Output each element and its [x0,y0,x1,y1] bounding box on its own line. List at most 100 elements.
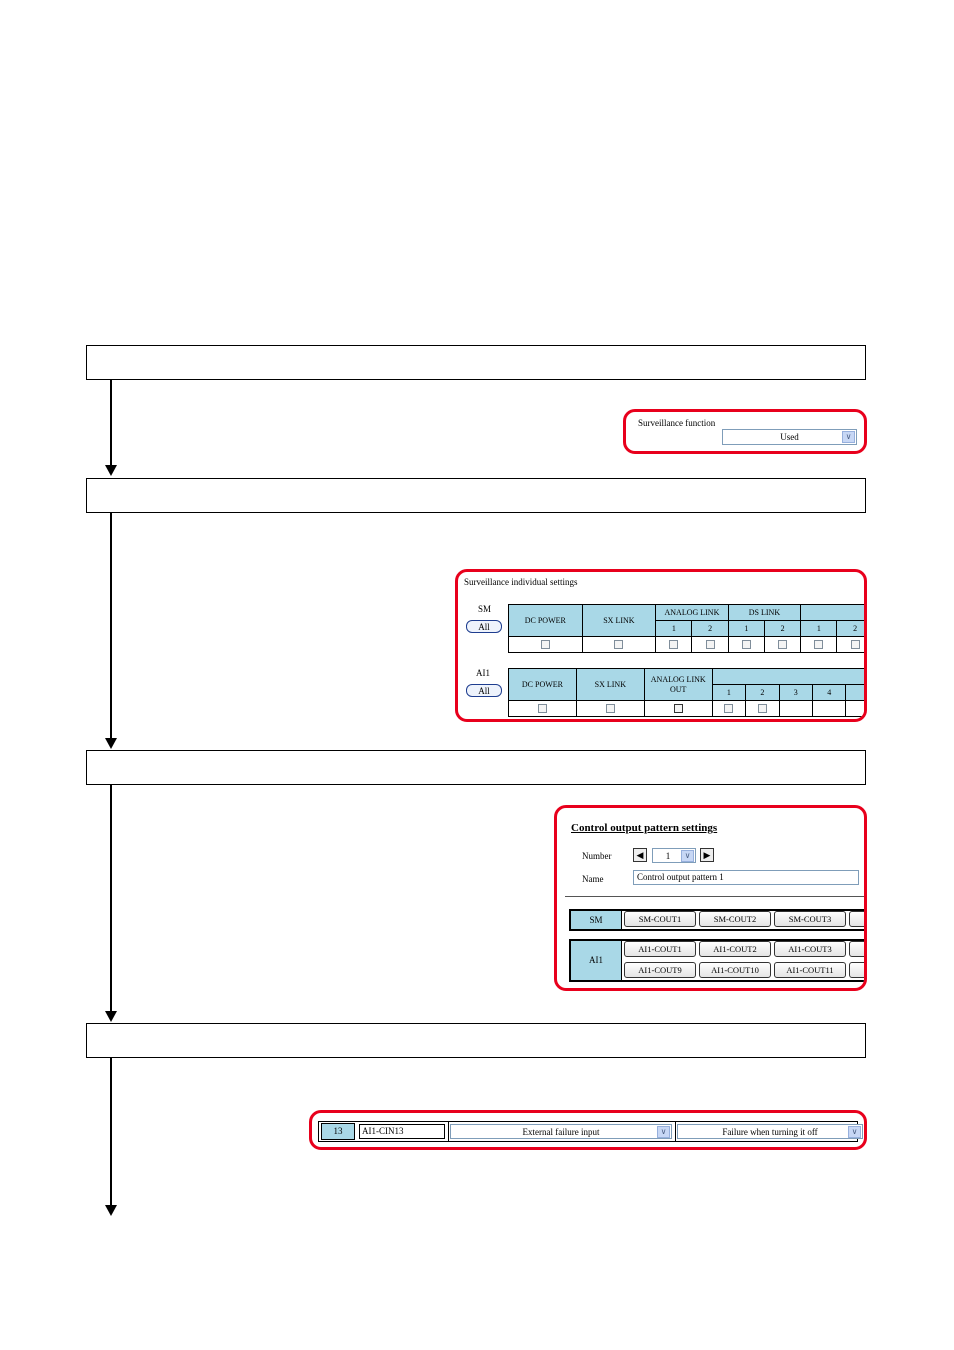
ai1-settings-table: DC POWER SX LINK ANALOG LINK OUT BM 1 2 … [508,668,864,717]
ai1-subheader: 4 [811,684,847,701]
ai1-dc-power-header: DC POWER [508,668,577,701]
checkbox[interactable] [537,704,547,714]
sm-cout2-button[interactable]: SM-COUT2 [699,911,771,927]
sm-settings-table: DC POWER SX LINK ANALOG LINK DS LINK 1 2… [508,604,864,653]
chevron-down-icon[interactable]: ∨ [848,1126,861,1138]
ai1-cout4-button[interactable] [849,941,864,957]
flow-arrow-4 [105,1205,117,1216]
ai1-cout12-button[interactable] [849,962,864,978]
checkbox[interactable] [540,640,550,650]
sm-ds-1-cell [727,636,765,653]
chevron-down-icon[interactable]: ∨ [657,1126,670,1138]
sm-subheader: 2 [763,620,802,637]
sm-sx-link-cell [581,636,657,653]
ai1-bm-1-cell [711,700,747,717]
input-row: 13 AI1-CIN13 External failure input ∨ Fa… [318,1121,863,1142]
chevron-down-icon[interactable]: ∨ [842,431,855,443]
ai1-cout11-button[interactable]: AI1-COUT11 [774,962,846,978]
sm-analog-1-cell [655,636,693,653]
name-input[interactable]: Control output pattern 1 [633,870,859,885]
ai1-cout2-button[interactable]: AI1-COUT2 [699,941,771,957]
ai1-row-label: AI1 [589,955,603,965]
ai1-sx-link-cell [575,700,645,717]
checkbox[interactable] [814,640,824,650]
step-box-4 [86,1023,866,1058]
ai1-sx-link-header: SX LINK [575,668,645,701]
checkbox[interactable] [705,640,715,650]
ai1-cout3-button[interactable]: AI1-COUT3 [774,941,846,957]
ai1-cout10-button[interactable]: AI1-COUT10 [699,962,771,978]
ai1-dc-power-cell [508,700,577,717]
divider [565,896,864,897]
checkbox[interactable] [673,704,683,714]
individual-settings-panel: Surveillance individual settings SM All … [455,569,867,722]
sm-subheader: 1 [800,620,838,637]
step-box-2 [86,478,866,513]
sm-cout1-button[interactable]: SM-COUT1 [624,911,696,927]
checkbox[interactable] [741,640,751,650]
sm-cout4-button[interactable] [849,911,864,927]
sm-dc-power-header: DC POWER [508,604,583,637]
next-arrow-icon[interactable]: ▶ [700,848,714,862]
chevron-down-icon[interactable]: ∨ [681,850,694,862]
number-select[interactable]: 1 ∨ [652,848,696,863]
checkbox[interactable] [757,704,767,714]
ai1-cout9-button[interactable]: AI1-COUT9 [624,962,696,978]
sm-cout3-button[interactable]: SM-COUT3 [774,911,846,927]
ai1-all-button[interactable]: All [466,684,502,697]
ai1-analog-link-out-header: ANALOG LINK OUT [643,668,713,701]
control-output-panel: Control output pattern settings Number ◀… [554,805,867,991]
ai1-bm-3-cell [778,700,813,717]
sm-row-label: SM [589,915,603,925]
ai1-subheader: 1 [711,684,747,701]
checkbox[interactable] [669,640,679,650]
flow-arrow-1 [105,465,117,476]
surveillance-function-label: Surveillance function [638,418,716,428]
ai1-cout1-button[interactable]: AI1-COUT1 [624,941,696,957]
input-row-divider [448,1122,449,1141]
ai1-subheader: 2 [745,684,780,701]
number-label: Number [582,851,612,861]
ai1-bm-4-cell [811,700,847,717]
sm-subheader: 2 [691,620,729,637]
flow-line-2 [110,513,112,739]
surveillance-function-select[interactable]: Used ∨ [722,429,857,445]
input-name-field[interactable]: AI1-CIN13 [359,1124,445,1139]
input-number-cell: 13 [321,1123,355,1140]
prev-arrow-icon[interactable]: ◀ [633,848,647,862]
sm-sx-link-header: SX LINK [581,604,657,637]
name-label: Name [582,874,604,884]
ai1-bm-extra-cell [845,700,864,717]
checkbox[interactable] [778,640,788,650]
ai1-label: AI1 [476,668,490,678]
sm-col8-cell [836,636,864,653]
sm-subheader: 2 [836,620,864,637]
number-value: 1 [665,851,671,861]
sm-dc-power-cell [508,636,583,653]
flow-arrow-3 [105,1011,117,1022]
step-box-3 [86,750,866,785]
sm-analog-link-header: ANALOG LINK [655,604,729,621]
sm-all-button[interactable]: All [466,620,502,633]
checkbox[interactable] [724,704,734,714]
input-row-divider [675,1122,676,1141]
ai1-bm-header: BM [711,668,864,685]
surveillance-function-value: Used [780,432,799,442]
sm-ds-2-cell [763,636,802,653]
sm-subheader: 1 [655,620,693,637]
control-output-title: Control output pattern settings [571,822,718,834]
input-type-value: External failure input [522,1127,600,1137]
sm-extra-header [800,604,864,621]
individual-settings-title: Surveillance individual settings [464,577,578,587]
sm-ds-link-header: DS LINK [727,604,802,621]
step-box-1 [86,345,866,380]
input-condition-value: Failure when turning it off [722,1127,818,1137]
checkbox[interactable] [850,640,860,650]
checkbox[interactable] [605,704,615,714]
flow-line-3 [110,785,112,1012]
flow-line-1 [110,380,112,466]
input-condition-select[interactable]: Failure when turning it off ∨ [677,1124,863,1139]
input-type-select[interactable]: External failure input ∨ [450,1124,672,1139]
ai1-subheader-extra [845,684,864,701]
checkbox[interactable] [614,640,624,650]
